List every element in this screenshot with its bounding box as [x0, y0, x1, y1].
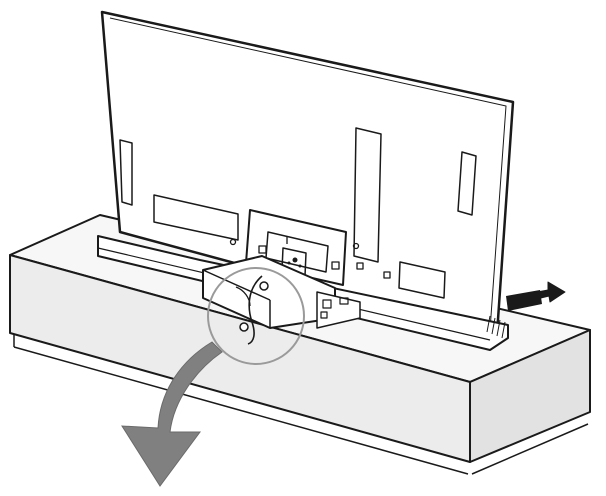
stand-side-cover	[316, 291, 361, 329]
tv-vent-slot-right-2	[457, 151, 477, 216]
cable-clamp-screw-bottom	[239, 322, 249, 332]
stand-neck-top-edge	[202, 269, 271, 301]
stand-port-1	[322, 299, 332, 309]
down-curved-arrow	[121, 341, 223, 487]
tv-vent-slot-left	[119, 139, 133, 206]
cabinet-plinth-side-line	[471, 423, 589, 475]
stand-port-3	[320, 311, 328, 319]
tv-lower-panel-right	[398, 261, 446, 299]
cable-wire	[247, 275, 263, 345]
tv-mount-screw	[287, 261, 291, 265]
cable-clamp-screw-top	[259, 281, 269, 291]
tv-lower-panel-left	[153, 194, 239, 241]
tv-mount-screw	[292, 257, 298, 263]
cable-wire-bend	[235, 286, 251, 307]
tv-marker-dot-right	[352, 242, 360, 250]
stand-base	[97, 235, 509, 351]
tv-bracket-tab-right	[331, 261, 340, 270]
right-push-arrow-tail	[506, 290, 542, 311]
stand-port-2	[339, 297, 349, 305]
tv-square-marker-2	[383, 271, 391, 279]
cabinet-side-face	[469, 329, 591, 463]
tv-vent-slot-right-1	[353, 127, 382, 263]
cable-clamp-magnify-circle	[207, 267, 305, 365]
tv-mount-screw	[298, 264, 302, 268]
tv-mount-bracket-inner	[265, 231, 329, 273]
down-curved-arrow-shape	[121, 341, 223, 487]
tv-bracket-tab-left	[258, 245, 267, 254]
tv-square-marker-1	[356, 262, 364, 270]
cabinet-plinth-line	[13, 346, 469, 475]
right-push-arrow	[506, 281, 566, 311]
magnify-ring	[207, 267, 305, 365]
tv-panel-edge	[109, 17, 507, 331]
tv-marker-dot-left	[229, 238, 237, 246]
stand-base-ribs	[486, 315, 506, 339]
